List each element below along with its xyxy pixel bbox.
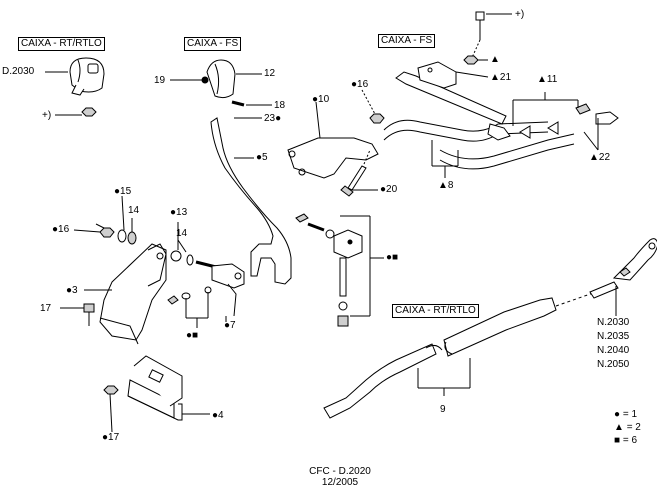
variant-list: N.2030 N.2035 N.2040 N.2050 [597,316,629,372]
legend-symbol-triangle: ▲ [614,422,624,433]
callout-20: ●20 [380,184,398,195]
callout-22: ▲22 [589,152,611,163]
legend-text-triangle: = 2 [626,422,641,433]
callout-3-number: 3 [72,285,78,296]
legend-text-square: = 6 [622,435,638,446]
callout-22-number: 22 [598,152,611,163]
plate-4 [127,355,210,421]
callout-19: 19 [154,75,166,86]
callout-10-number: 10 [318,94,330,105]
legend-entry-square: ■ = 6 [614,434,641,447]
callout-dot-square-block: ●■ [386,252,399,263]
frame-caixa-rt-rtlo-bottom: CAIXA - RT/RTLO [392,304,479,318]
legend-text-dot: = 1 [622,409,638,420]
callout-11: ▲11 [537,74,558,85]
nut-top-left [55,107,97,117]
callout-5: ●5 [256,152,268,163]
knob-fs [170,59,262,99]
variant-n2035: N.2035 [597,331,630,342]
callout-16-left: ●16 [52,224,70,235]
callout-dot-square-mid: ●■ [186,330,199,341]
callout-14-left: 14 [128,205,140,216]
cable-end [555,238,657,316]
callout-8: ▲8 [438,180,454,191]
callout-14-mid: 14 [176,228,188,239]
shift-lever [210,117,292,285]
variant-n2030: N.2030 [597,317,630,328]
callout-15: ●15 [114,186,132,197]
bolt-20 [340,149,378,197]
callout-18: 18 [274,100,286,111]
callout-15-number: 15 [120,186,132,197]
callout-9: 9 [440,404,446,415]
legend-entry-dot: ● = 1 [614,408,641,421]
callout-plus-top-left: +) [42,110,52,121]
legend-symbol-dot: ● [614,409,621,420]
frame-caixa-fs-right: CAIXA - FS [378,34,436,48]
knob-rt-rtlo [45,57,105,96]
callout-11-number: 11 [546,74,558,85]
callout-plus-top-right: +) [515,9,525,20]
callout-16-left-number: 16 [58,224,70,235]
callout-5-number: 5 [262,152,268,163]
callout-13-number: 13 [176,207,188,218]
legend-entry-triangle: ▲ = 2 [614,421,641,434]
callout-4: ●4 [212,410,224,421]
footer-code: CFC - D.2020 [309,466,371,477]
frame-caixa-rt-rtlo-top: CAIXA - RT/RTLO [18,37,105,51]
callout-23: 23● [264,113,282,124]
link-rod-11 [395,61,619,151]
callout-16-top: ●16 [351,79,369,90]
bolt-17-bottom [103,385,119,433]
variant-n2040: N.2040 [597,345,630,356]
callout-d2030: D.2030 [2,66,35,77]
block-assembly [295,213,384,327]
clevis-rod-7 [167,222,245,328]
callout-7-number: 7 [230,320,236,331]
bolt-top-right [469,11,512,63]
variant-n2050: N.2050 [597,359,630,370]
rod-assembly-8 [383,119,575,178]
callout-13: ●13 [170,207,188,218]
bolt-17-left [60,303,95,326]
pin-18 [231,100,272,107]
callout-23-number: 23 [264,113,276,124]
legend-symbol-square: ■ [614,435,621,446]
callout-21-number: 21 [499,72,512,83]
callout-7: ●7 [224,320,236,331]
bracket-3 [84,243,167,345]
bracket-10 [287,101,379,179]
callout-4-number: 4 [218,410,224,421]
nut-16-top [361,89,385,124]
callout-10: ●10 [312,94,330,105]
callout-16-top-number: 16 [357,79,369,90]
callout-17-bottom: ●17 [102,432,120,443]
callout-3: ●3 [66,285,78,296]
callout-nut-triangle: ▲ [490,54,500,65]
legend: ● = 1 ▲ = 2 ■ = 6 [614,408,641,447]
callout-17-bottom-number: 17 [108,432,120,443]
footer-date: 12/2005 [321,477,359,488]
callout-21: ▲21 [490,72,512,83]
washers-15-14 [73,195,137,245]
lever-9 [323,297,557,419]
callout-8-number: 8 [447,180,454,191]
nut-top-right [455,55,489,78]
callout-20-number: 20 [386,184,398,195]
callout-17-left: 17 [40,303,52,314]
footer: CFC - D.2020 12/2005 [280,466,400,488]
frame-caixa-fs-left: CAIXA - FS [184,37,242,51]
callout-12: 12 [264,68,276,79]
